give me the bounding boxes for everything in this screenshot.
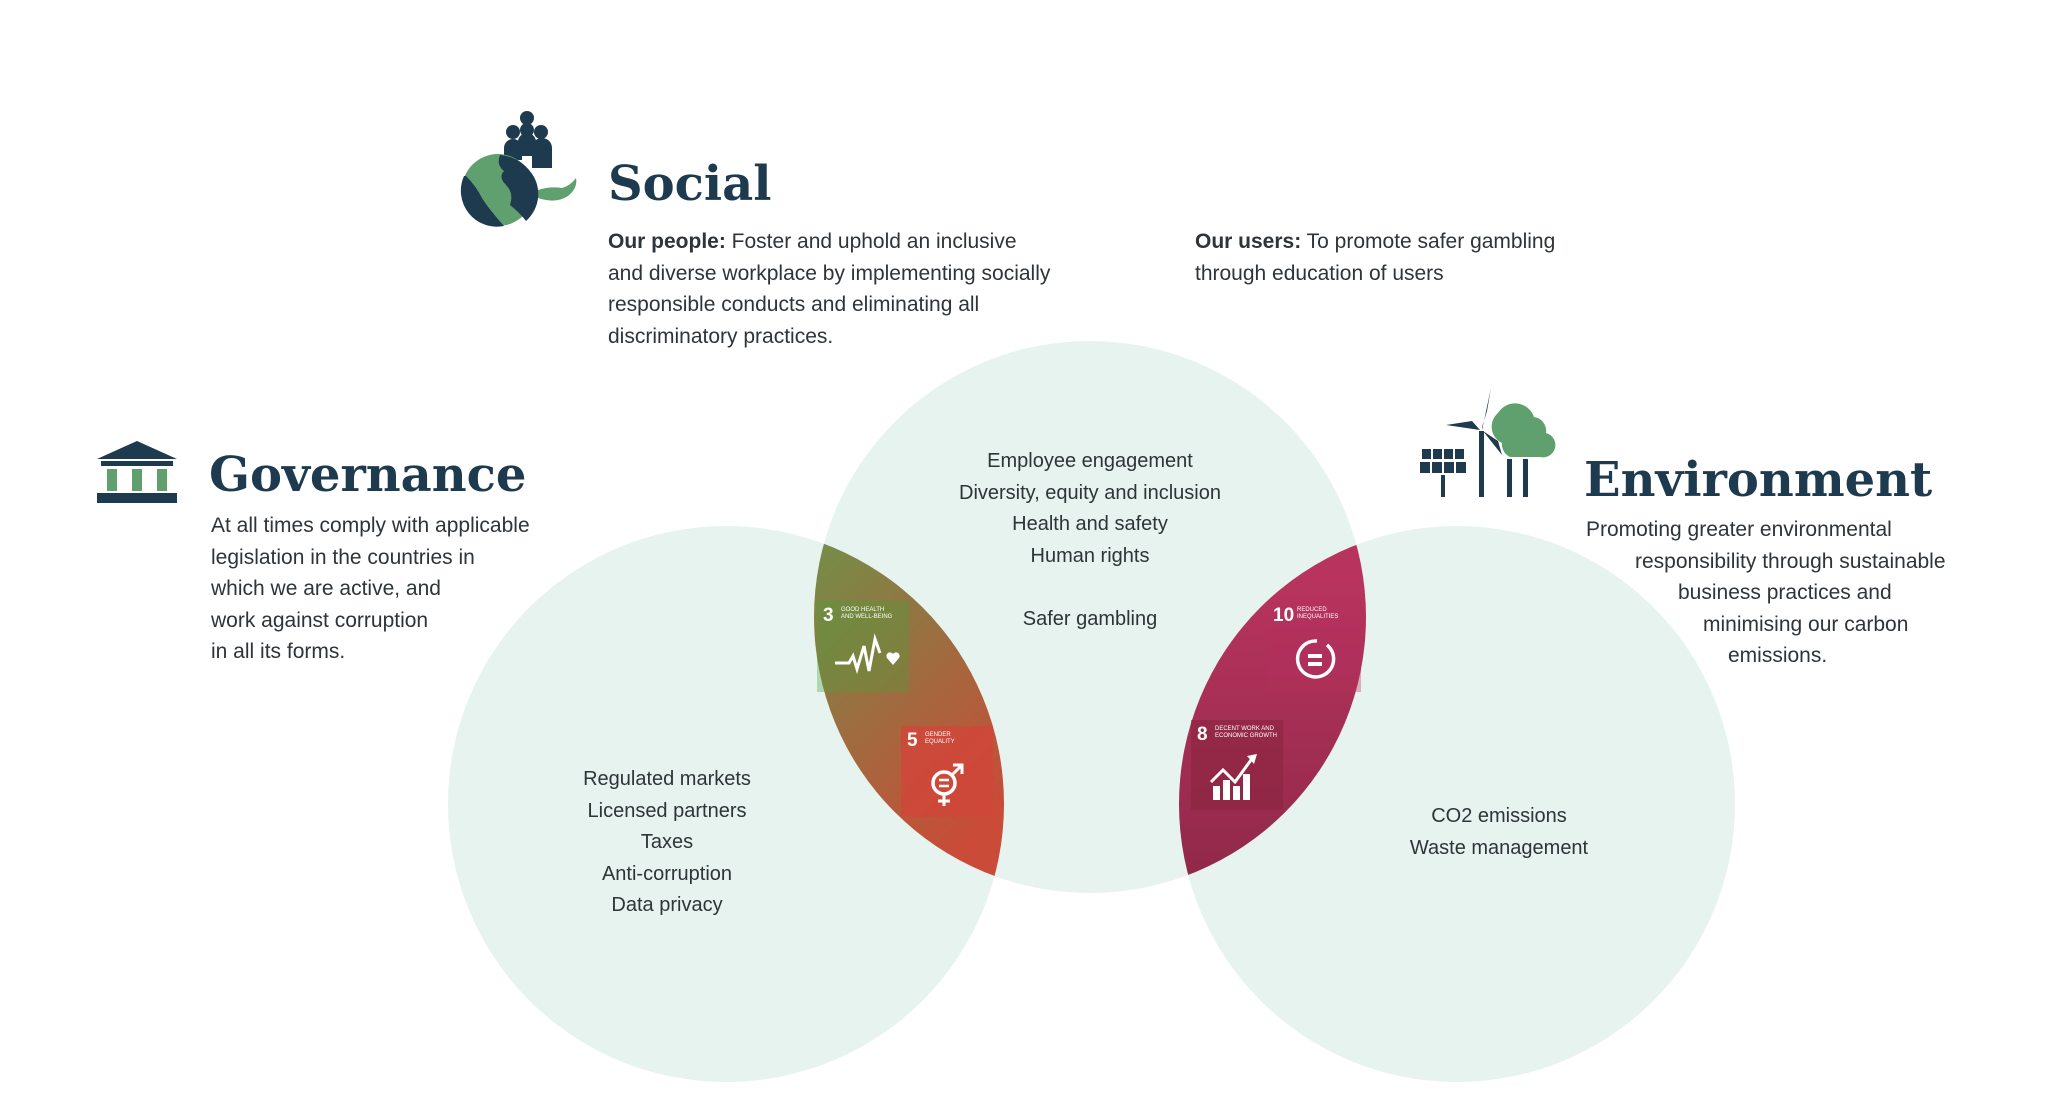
text-line: responsible conducts and eliminating all bbox=[608, 293, 980, 316]
text-line: minimising our carbon bbox=[1703, 612, 1909, 636]
growth-chart-icon bbox=[1209, 754, 1257, 800]
sdg-3-tile: 3 Good health and well-being bbox=[817, 601, 909, 692]
governance-items: Regulated markets Licensed partners Taxe… bbox=[583, 764, 751, 922]
text-line: and diverse workplace by implementing so… bbox=[608, 261, 1051, 285]
list-item: Regulated markets bbox=[583, 768, 751, 790]
social-items: Employee engagement Diversity, equity an… bbox=[959, 446, 1221, 636]
environment-items: CO2 emissions Waste management bbox=[1410, 801, 1588, 864]
list-item: Health and safety bbox=[1012, 513, 1168, 535]
list-item: Waste management bbox=[1409, 836, 1589, 859]
list-item: Licensed partners bbox=[587, 799, 747, 822]
list-item: Human rights bbox=[1030, 544, 1150, 567]
sdg-label: Gender equality bbox=[925, 732, 955, 745]
list-item: Data privacy bbox=[611, 894, 723, 916]
text-line: Foster and uphold an inclusive bbox=[725, 230, 1017, 253]
text-line: responsibility through sustainable bbox=[1635, 549, 1946, 573]
text-line: through education of users bbox=[1195, 261, 1444, 285]
text-line: work against corruption bbox=[211, 608, 429, 632]
sdg-8-tile: 8 Decent work and economic growth bbox=[1191, 720, 1283, 810]
sdg-label: Reduced inequalities bbox=[1297, 607, 1339, 620]
list-item: Safer gambling bbox=[1022, 608, 1158, 630]
sdg-number: 8 bbox=[1197, 724, 1208, 745]
text-line: To promote safer gambling bbox=[1301, 230, 1556, 253]
gender-equality-icon bbox=[931, 763, 964, 806]
sdg-5-tile: 5 Gender equality bbox=[901, 726, 993, 817]
institution-building-icon bbox=[97, 441, 177, 503]
users-label: Our users: bbox=[1195, 230, 1302, 253]
people-label: Our people: bbox=[608, 230, 726, 253]
governance-social-overlap bbox=[814, 526, 1004, 893]
list-item: Taxes bbox=[640, 831, 694, 853]
wind-solar-trees-icon bbox=[1420, 388, 1556, 497]
list-item: Anti-corruption bbox=[601, 862, 733, 885]
text-line: emissions. bbox=[1728, 644, 1828, 667]
text-line: in all its forms. bbox=[211, 640, 346, 663]
text-line: legislation in the countries in bbox=[211, 545, 475, 569]
social-users-text: Our users: To promote safer gambling thr… bbox=[1195, 226, 1555, 289]
equality-circle-icon bbox=[1295, 639, 1336, 679]
sdg-label: Decent work and economic growth bbox=[1215, 726, 1277, 739]
text-line: Promoting greater environmental bbox=[1586, 518, 1892, 541]
sdg-number: 5 bbox=[907, 730, 918, 751]
text-line: discriminatory practices. bbox=[608, 324, 834, 348]
sdg-number: 10 bbox=[1273, 605, 1295, 626]
sdg-number: 3 bbox=[823, 605, 834, 626]
list-item: Diversity, equity and inclusion bbox=[959, 481, 1221, 504]
text-line: business practices and bbox=[1678, 581, 1892, 604]
social-title: Social bbox=[608, 156, 772, 212]
governance-text: At all times comply with applicable legi… bbox=[211, 510, 530, 668]
environment-title: Environment bbox=[1584, 452, 1933, 508]
list-item: CO2 emissions bbox=[1431, 805, 1567, 827]
sdg-10-tile: 10 Reduced inequalities bbox=[1267, 601, 1361, 692]
sdg-label: Good health and well-being bbox=[841, 607, 893, 620]
heartbeat-icon bbox=[835, 633, 900, 675]
environment-text: Promoting greater environmental responsi… bbox=[1586, 514, 1946, 672]
text-line: At all times comply with applicable bbox=[211, 514, 530, 537]
text-line: which we are active, and bbox=[211, 577, 441, 600]
globe-people-hand-icon bbox=[460, 111, 577, 227]
social-people-text: Our people: Foster and uphold an inclusi… bbox=[608, 226, 1050, 352]
list-item: Employee engagement bbox=[987, 450, 1193, 472]
governance-title: Governance bbox=[209, 447, 527, 503]
